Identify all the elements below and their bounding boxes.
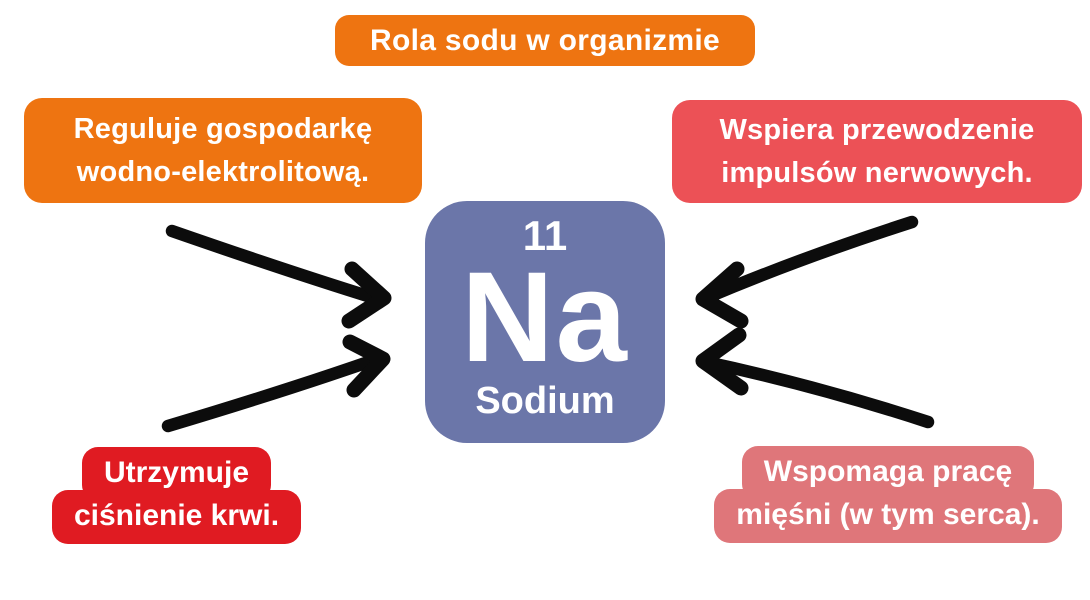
atomic-number: 11 [522,212,568,259]
fact-card-water-electrolyte: Reguluje gospodarkę wodno-elektrolitową. [24,98,422,203]
arrow-bottom-left-icon [161,353,381,433]
fact-line: wodno-elektrolitową. [76,155,370,188]
arrowhead-bottom-left-icon [342,334,391,398]
fact-card-muscle-work: Wspomaga pracę mięśni (w tym serca). [693,446,1083,543]
sodium-element-tile: 11 Na Sodium [425,201,665,443]
arrow-top-right-icon [699,215,919,305]
element-symbol: Na [461,246,629,389]
arrowhead-top-right-icon [695,261,749,329]
fact-line: Reguluje gospodarkę [73,112,373,145]
fact-line: Wspiera przewodzenie [719,113,1035,146]
fact-line: mięśni (w tym serca). [714,489,1062,543]
fact-line: ciśnienie krwi. [51,490,302,544]
fact-card-nerve-impulses: Wspiera przewodzenie impulsów nerwowych. [672,100,1082,203]
fact-line: impulsów nerwowych. [721,156,1033,189]
diagram-title: Rola sodu w organizmie [335,15,755,66]
arrowhead-bottom-right-icon [695,327,749,396]
arrow-bottom-right-icon [699,355,935,429]
arrow-top-left-icon [165,224,381,305]
element-name: Sodium [475,380,615,422]
fact-card-blood-pressure: Utrzymuje ciśnienie krwi. [33,447,320,544]
arrowhead-top-left-icon [341,261,392,329]
